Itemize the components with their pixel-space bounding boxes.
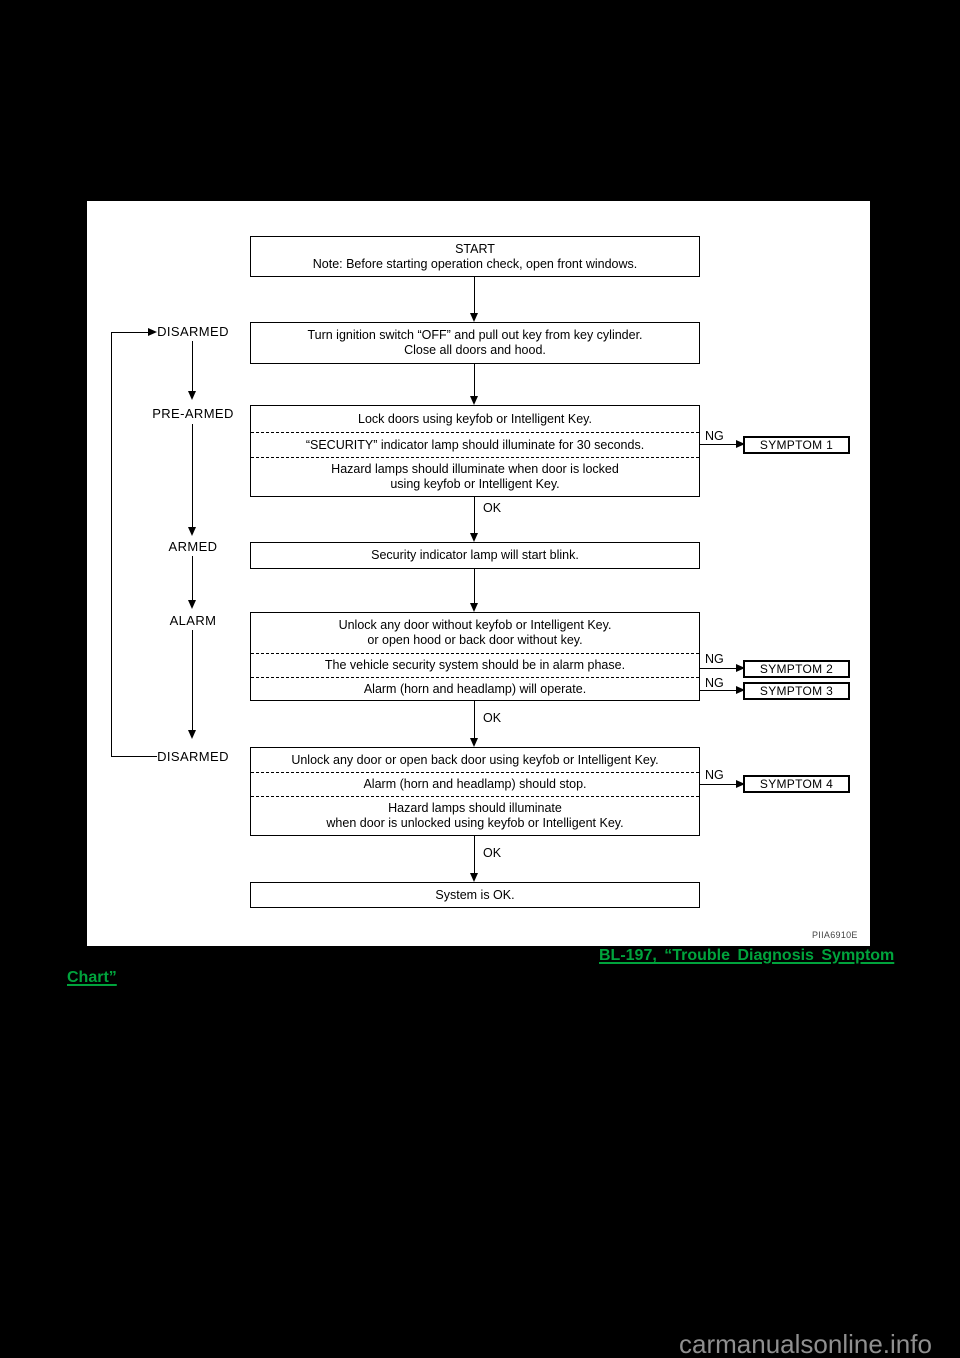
disarm-check-box-row-3-line-1: Hazard lamps should illuminate bbox=[388, 801, 562, 815]
flow-arrow-6-line bbox=[474, 836, 475, 874]
lock-box: Lock doors using keyfob or Intelligent K… bbox=[250, 405, 700, 497]
alarm-check-box-row-3: Alarm (horn and headlamp) will operate. bbox=[251, 677, 699, 700]
state-arrow-4-head bbox=[188, 730, 196, 739]
flow-arrow-1-line bbox=[474, 277, 475, 314]
alarm-check-box-row-2-text: The vehicle security system should be in… bbox=[324, 658, 626, 672]
alarm-check-box-row-1-line-1: Unlock any door without keyfob or Intell… bbox=[338, 618, 612, 632]
symptom-1-box: SYMPTOM 1 bbox=[743, 436, 850, 454]
state-arrow-1-line bbox=[192, 341, 193, 392]
flow-arrow-5-line bbox=[474, 701, 475, 739]
loop-line-bottom bbox=[111, 756, 157, 757]
ng-label-3: NG bbox=[705, 676, 724, 690]
ng-arrow-3-line bbox=[700, 690, 737, 691]
flow-arrow-6-head bbox=[470, 873, 478, 882]
lock-box-row-1-text: Lock doors using keyfob or Intelligent K… bbox=[358, 411, 592, 426]
state-label-pre-armed: PRE-ARMED bbox=[152, 406, 234, 421]
ignition-box-line-1: Turn ignition switch “OFF” and pull out … bbox=[307, 328, 643, 342]
reference-link-line-2[interactable]: Chart” bbox=[67, 969, 117, 986]
alarm-check-box: Unlock any door without keyfob or Intell… bbox=[250, 612, 700, 701]
alarm-check-box-row-1-line-2: or open hood or back door without key. bbox=[367, 633, 583, 647]
lock-box-row-2: “SECURITY” indicator lamp should illumin… bbox=[251, 432, 699, 457]
disarm-check-box-row-3-line-2: when door is unlocked using keyfob or In… bbox=[326, 816, 624, 830]
state-arrow-2-line bbox=[192, 424, 193, 528]
disarm-check-box-row-2-text: Alarm (horn and headlamp) should stop. bbox=[363, 777, 587, 791]
ignition-box-line-2: Close all doors and hood. bbox=[404, 343, 546, 357]
loop-line-vertical bbox=[111, 332, 112, 757]
lock-box-row-1: Lock doors using keyfob or Intelligent K… bbox=[251, 406, 699, 432]
indicator-blink-box: Security indicator lamp will start blink… bbox=[250, 542, 700, 569]
state-arrow-3-line bbox=[192, 556, 193, 601]
flow-arrow-1-head bbox=[470, 313, 478, 322]
flow-arrow-2-head bbox=[470, 396, 478, 405]
ng-arrow-2-line bbox=[700, 668, 737, 669]
flow-arrow-3-head bbox=[470, 533, 478, 542]
ok-label-2: OK bbox=[483, 711, 502, 725]
ng-label-4: NG bbox=[705, 768, 724, 782]
disarm-check-box: Unlock any door or open back door using … bbox=[250, 747, 700, 836]
start-box: START Note: Before starting operation ch… bbox=[250, 236, 700, 277]
ignition-box: Turn ignition switch “OFF” and pull out … bbox=[250, 322, 700, 364]
flow-arrow-3-line bbox=[474, 497, 475, 534]
state-arrow-2-head bbox=[188, 527, 196, 536]
system-ok-box: System is OK. bbox=[250, 882, 700, 908]
disarm-check-box-row-3: Hazard lamps should illuminate when door… bbox=[251, 796, 699, 835]
ng-arrow-1-head bbox=[736, 440, 745, 448]
indicator-blink-box-text: Security indicator lamp will start blink… bbox=[371, 548, 579, 562]
lock-box-row-3-line-1: Hazard lamps should illuminate when door… bbox=[331, 462, 619, 476]
lock-box-row-3-line-2: using keyfob or Intelligent Key. bbox=[390, 477, 560, 491]
flow-arrow-4-line bbox=[474, 569, 475, 604]
state-arrow-1-head bbox=[188, 391, 196, 400]
loop-arrowhead bbox=[148, 328, 157, 336]
reference-link-line-1[interactable]: BL-197, “Trouble Diagnosis Symptom bbox=[599, 947, 895, 964]
disarm-check-box-row-2: Alarm (horn and headlamp) should stop. bbox=[251, 772, 699, 796]
figure-code: PIIA6910E bbox=[812, 930, 858, 940]
flow-arrow-5-head bbox=[470, 738, 478, 747]
ng-label-1: NG bbox=[705, 429, 724, 443]
lock-box-row-3: Hazard lamps should illuminate when door… bbox=[251, 457, 699, 496]
symptom-3-box: SYMPTOM 3 bbox=[743, 682, 850, 700]
flow-arrow-4-head bbox=[470, 603, 478, 612]
ng-arrow-4-head bbox=[736, 780, 745, 788]
start-box-title: START bbox=[455, 241, 495, 256]
lock-box-row-2-text: “SECURITY” indicator lamp should illumin… bbox=[305, 437, 645, 452]
state-label-alarm: ALARM bbox=[169, 613, 217, 628]
symptom-2-box: SYMPTOM 2 bbox=[743, 660, 850, 678]
ng-arrow-3-head bbox=[736, 686, 745, 694]
ok-label-3: OK bbox=[483, 846, 502, 860]
disarm-check-box-row-1: Unlock any door or open back door using … bbox=[251, 748, 699, 772]
state-arrow-3-head bbox=[188, 600, 196, 609]
ng-arrow-2-head bbox=[736, 664, 745, 672]
ng-label-2: NG bbox=[705, 652, 724, 666]
alarm-check-box-row-2: The vehicle security system should be in… bbox=[251, 653, 699, 677]
disarm-check-box-row-1-text: Unlock any door or open back door using … bbox=[291, 752, 659, 767]
alarm-check-box-row-1: Unlock any door without keyfob or Intell… bbox=[251, 613, 699, 653]
state-label-armed: ARMED bbox=[168, 539, 218, 554]
state-arrow-4-line bbox=[192, 630, 193, 731]
alarm-check-box-row-3-text: Alarm (horn and headlamp) will operate. bbox=[363, 681, 587, 696]
state-label-disarmed-bottom: DISARMED bbox=[157, 749, 229, 764]
state-label-disarmed-top: DISARMED bbox=[157, 324, 229, 339]
ok-label-1: OK bbox=[483, 501, 502, 515]
system-ok-box-text: System is OK. bbox=[435, 887, 515, 902]
symptom-4-box: SYMPTOM 4 bbox=[743, 775, 850, 793]
flow-arrow-2-line bbox=[474, 364, 475, 397]
ng-arrow-4-line bbox=[700, 784, 737, 785]
ng-arrow-1-line bbox=[700, 444, 737, 445]
loop-line-top bbox=[111, 332, 149, 333]
start-box-note: Note: Before starting operation check, o… bbox=[312, 256, 638, 271]
watermark: carmanualsonline.info bbox=[679, 1329, 932, 1358]
